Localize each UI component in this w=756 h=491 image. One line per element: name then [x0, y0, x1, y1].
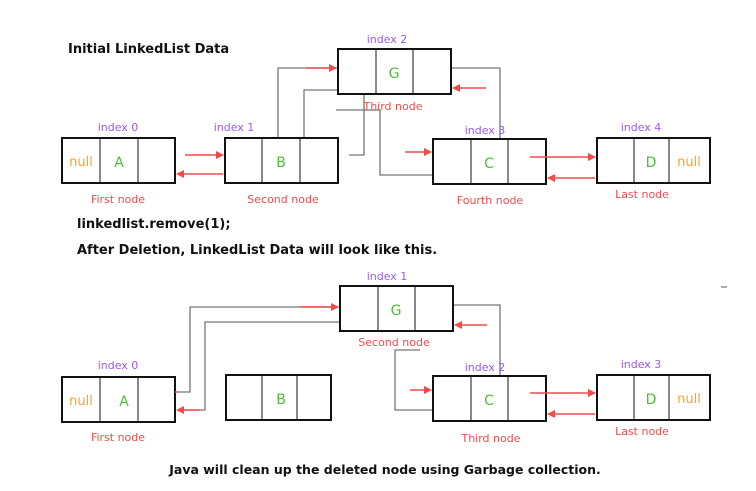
node-index: index 1 [367, 270, 408, 283]
null-prev: null [69, 155, 93, 170]
after-caption: After Deletion, LinkedList Data will loo… [77, 243, 437, 258]
node-box [225, 374, 332, 421]
node-label: Second node [247, 193, 319, 206]
node-value: D [646, 392, 657, 408]
wire-c-to-g2 [394, 349, 450, 411]
node-value: G [389, 66, 400, 82]
node-index: index 1 [214, 121, 255, 134]
deleted-node-b: B [225, 374, 332, 421]
bottom-node-c: C index 2 Third node [432, 361, 547, 445]
top-node-d: D null index 4 Last node [596, 121, 711, 201]
bottom-arrows [175, 303, 596, 418]
node-box [61, 137, 176, 184]
node-box [432, 138, 547, 185]
node-label: Second node [358, 336, 430, 349]
node-index: index 2 [465, 361, 506, 374]
node-label: Third node [362, 100, 422, 113]
node-value: C [484, 393, 494, 409]
node-value: C [484, 156, 494, 172]
node-box [61, 376, 176, 423]
node-box [339, 285, 454, 332]
null-next: null [677, 155, 701, 170]
node-label: Last node [615, 188, 669, 201]
node-index: index 2 [367, 33, 408, 46]
node-value: D [646, 155, 657, 171]
node-box [432, 375, 547, 422]
null-prev: null [69, 394, 93, 409]
node-index: index 3 [465, 124, 506, 137]
node-box [337, 48, 452, 95]
top-node-b: B index 1 Second node [214, 121, 339, 206]
node-label: Third node [460, 432, 520, 445]
operation-code: linkedlist.remove(1); [77, 217, 231, 232]
node-label: Last node [615, 425, 669, 438]
null-next: null [677, 392, 701, 407]
node-index: index 0 [98, 359, 139, 372]
node-index: index 0 [98, 121, 139, 134]
node-label: Fourth node [457, 194, 524, 207]
top-arrows [176, 64, 596, 182]
node-index: index 4 [621, 121, 662, 134]
node-value: A [114, 155, 124, 171]
node-label: First node [91, 431, 145, 444]
node-index: index 3 [621, 358, 662, 371]
node-value: G [391, 303, 402, 319]
footer-note: Java will clean up the deleted node usin… [168, 462, 601, 477]
node-label: First node [91, 193, 145, 206]
node-box [596, 374, 711, 421]
node-value: A [119, 394, 129, 410]
node-value: B [276, 392, 286, 408]
top-node-a: null A index 0 First node [61, 121, 176, 206]
bottom-node-d: D null index 3 Last node [596, 358, 711, 438]
wire-c-to-g [336, 109, 450, 176]
node-value: B [276, 155, 286, 171]
bottom-node-g: G index 1 Second node [339, 270, 454, 349]
top-node-g: G index 2 Third node [337, 33, 452, 113]
top-node-c: C index 3 Fourth node [432, 124, 547, 207]
node-box [224, 137, 339, 184]
top-title: Initial LinkedList Data [68, 42, 229, 57]
node-box [596, 137, 711, 184]
bottom-node-a: null A index 0 First node [61, 359, 176, 444]
